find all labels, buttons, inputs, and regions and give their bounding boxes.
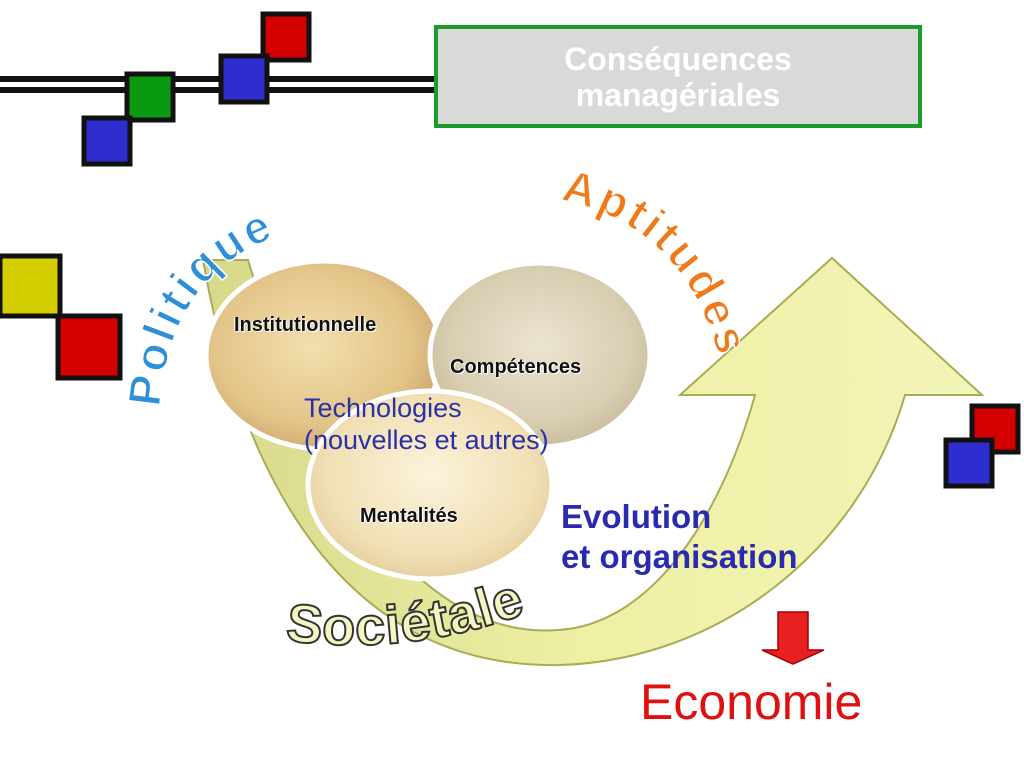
title-line-2: managériales — [575, 76, 781, 113]
technologies-line-2: (nouvelles et autres) — [304, 425, 549, 455]
technologies-text: Technologies (nouvelles et autres) — [304, 392, 549, 456]
top-rail-decoration — [0, 76, 434, 93]
square-blue-right — [943, 437, 995, 489]
square-red-top — [260, 11, 312, 63]
square-blue-left — [81, 115, 133, 167]
evolution-text: Evolution et organisation — [561, 497, 798, 577]
evolution-line-2: et organisation — [561, 538, 798, 575]
decorative-squares — [0, 11, 1021, 489]
title-text: Conséquences managériales — [528, 41, 828, 113]
square-green-top — [124, 71, 176, 123]
technologies-line-1: Technologies — [304, 393, 462, 423]
venn-circles — [203, 258, 653, 582]
square-blue-top — [218, 53, 270, 105]
label-mentalites: Mentalités — [360, 505, 458, 527]
label-competences: Compétences — [450, 356, 582, 378]
label-institutionnelle: Institutionnelle — [234, 314, 377, 336]
down-arrow-icon — [761, 611, 825, 665]
circle-mentalites — [305, 388, 555, 582]
title-box: Conséquences managériales — [434, 25, 922, 128]
title-line-1: Conséquences — [564, 40, 792, 77]
economie-text: Economie — [640, 674, 863, 730]
square-yellow-left — [0, 253, 63, 319]
evolution-line-1: Evolution — [561, 498, 712, 535]
square-red-left — [55, 313, 123, 381]
